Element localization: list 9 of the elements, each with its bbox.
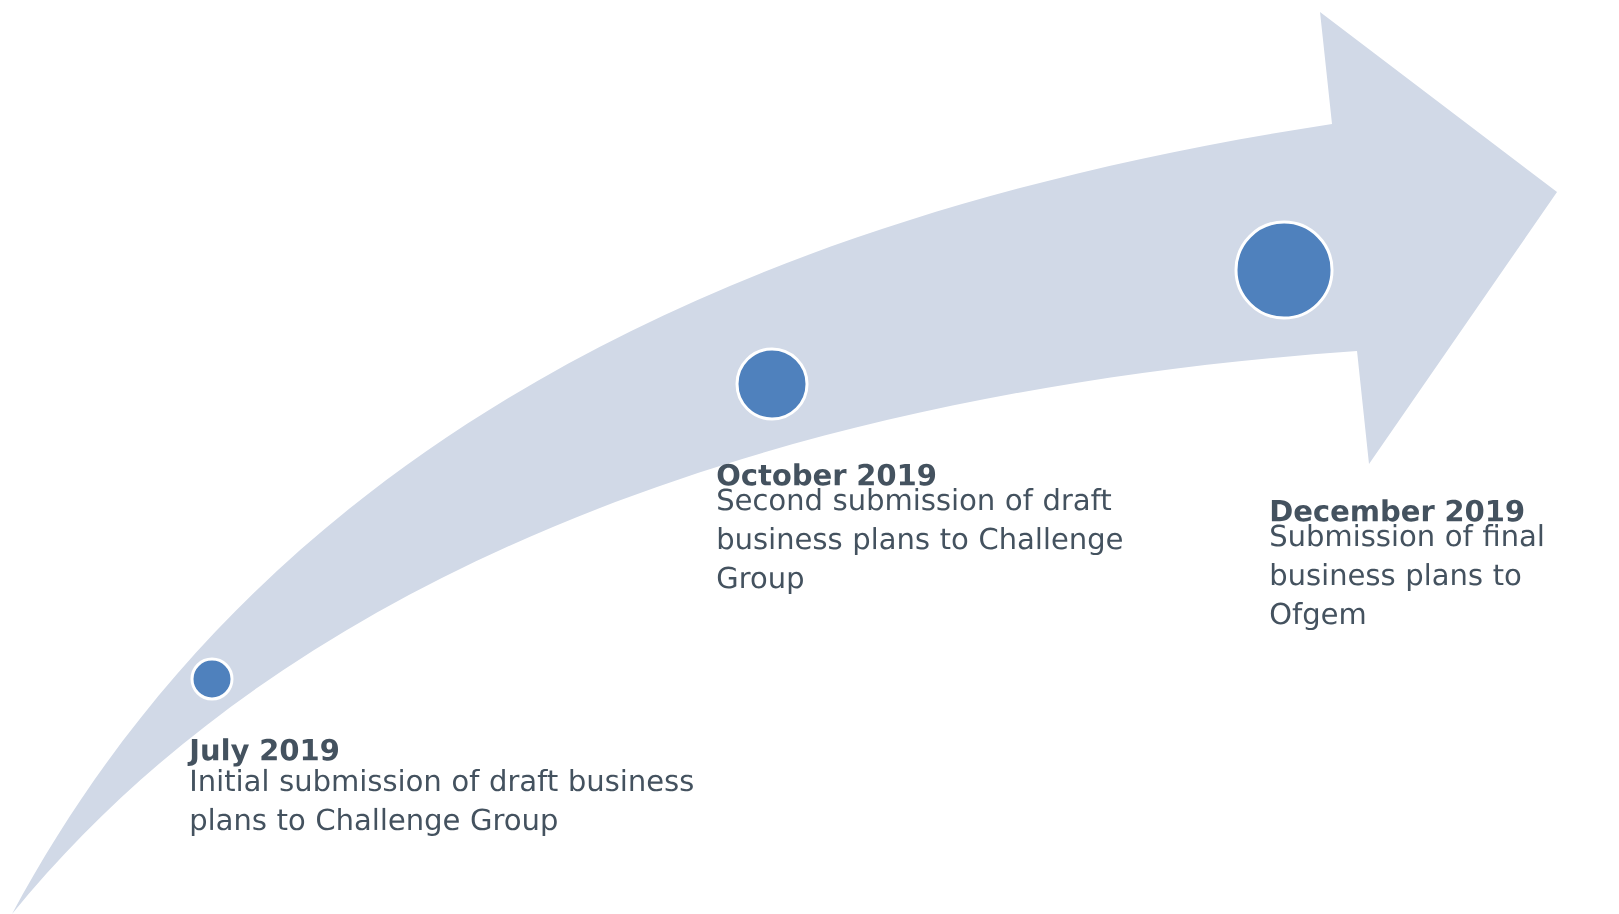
milestone-dot [190, 657, 234, 701]
milestone-dot [735, 347, 809, 421]
milestone-date: July 2019 [187, 738, 338, 767]
milestone-description: Initial submission of draft business plans to Challenge Group [191, 768, 693, 836]
milestone-date: December 2019 [1271, 499, 1524, 522]
milestone-description: Second submission of draft business plans to Challenge Group [717, 488, 1122, 595]
milestone-dot [1234, 220, 1334, 320]
milestone-date: October 2019 [717, 463, 936, 486]
milestone-description: Submission of final business plans to Ofgem [1270, 524, 1543, 631]
